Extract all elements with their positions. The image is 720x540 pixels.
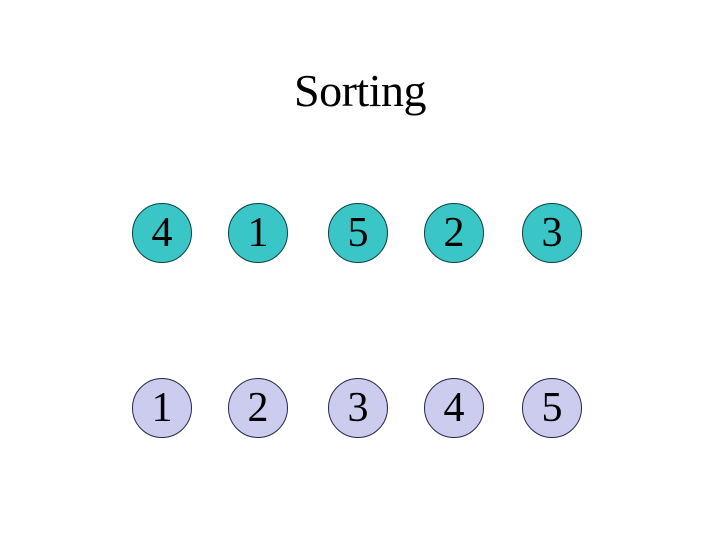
slide-title: Sorting: [294, 65, 426, 116]
circle-number: 5: [347, 210, 369, 256]
circle-number: 3: [347, 385, 369, 431]
circle-number: 1: [247, 210, 269, 256]
circle-number: 5: [541, 385, 563, 431]
number-circle: 4: [424, 378, 484, 438]
unsorted-row: 4 1 5 2 3: [0, 203, 720, 263]
circle-number: 4: [443, 385, 465, 431]
circle-number: 1: [151, 385, 173, 431]
number-circle: 5: [328, 203, 388, 263]
number-circle: 4: [132, 203, 192, 263]
circle-number: 3: [541, 210, 563, 256]
circle-number: 2: [247, 385, 269, 431]
number-circle: 3: [328, 378, 388, 438]
number-circle: 1: [228, 203, 288, 263]
circle-number: 4: [151, 210, 173, 256]
number-circle: 2: [424, 203, 484, 263]
number-circle: 5: [522, 378, 582, 438]
circle-number: 2: [443, 210, 465, 256]
number-circle: 2: [228, 378, 288, 438]
number-circle: 1: [132, 378, 192, 438]
sorted-row: 1 2 3 4 5: [0, 378, 720, 438]
number-circle: 3: [522, 203, 582, 263]
